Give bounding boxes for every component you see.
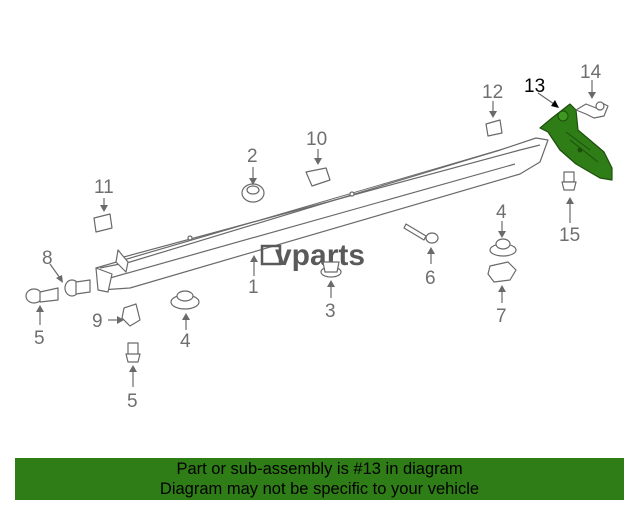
callout-10: 10 [306, 129, 327, 150]
callout-4-left: 4 [180, 331, 191, 352]
callout-12: 12 [482, 82, 503, 103]
info-banner: Part or sub-assembly is #13 in diagram D… [15, 458, 624, 500]
nut-part-4-left[interactable] [170, 290, 200, 310]
banner-line-1: Part or sub-assembly is #13 in diagram [176, 460, 463, 478]
tape-part-11[interactable] [93, 213, 113, 233]
clip-part-2[interactable] [241, 183, 265, 203]
clip-part-9[interactable] [121, 303, 141, 327]
leader-arrows [36, 80, 596, 387]
callout-5-bottom: 5 [127, 391, 138, 412]
callout-labels: 1 2 3 4 4 5 5 6 7 8 9 10 11 12 13 14 15 [34, 62, 602, 412]
callout-13: 13 [524, 76, 545, 97]
callout-8: 8 [42, 248, 53, 269]
vparts-logo: vparts [260, 239, 365, 272]
callout-1: 1 [248, 277, 259, 298]
callout-11: 11 [94, 177, 114, 198]
nut-part-4-right[interactable] [489, 238, 517, 257]
callout-4-right: 4 [496, 202, 507, 223]
bolt-part-5-left[interactable] [25, 287, 59, 304]
logo-text: vparts [275, 239, 365, 272]
clip-part-14[interactable] [575, 101, 609, 119]
grommet-part-3[interactable] [320, 261, 342, 278]
callout-3: 3 [325, 301, 336, 322]
pad-part-10[interactable] [305, 167, 331, 187]
clip-part-7[interactable] [487, 261, 517, 283]
bolt-part-5-bottom[interactable] [125, 342, 141, 363]
rocker-panel-part-1[interactable] [95, 137, 549, 293]
callout-15: 15 [559, 225, 580, 246]
callout-5-left: 5 [34, 328, 45, 349]
banner-line-2: Diagram may not be specific to your vehi… [159, 480, 480, 498]
callout-7: 7 [496, 306, 507, 327]
callout-9: 9 [92, 311, 103, 332]
callout-6: 6 [425, 268, 436, 289]
clip-part-8[interactable] [64, 279, 91, 297]
screw-part-6[interactable] [403, 223, 439, 244]
callout-14: 14 [580, 62, 602, 83]
tape-part-12[interactable] [485, 119, 503, 137]
callout-2: 2 [247, 146, 258, 167]
bolt-part-15[interactable] [561, 171, 577, 191]
